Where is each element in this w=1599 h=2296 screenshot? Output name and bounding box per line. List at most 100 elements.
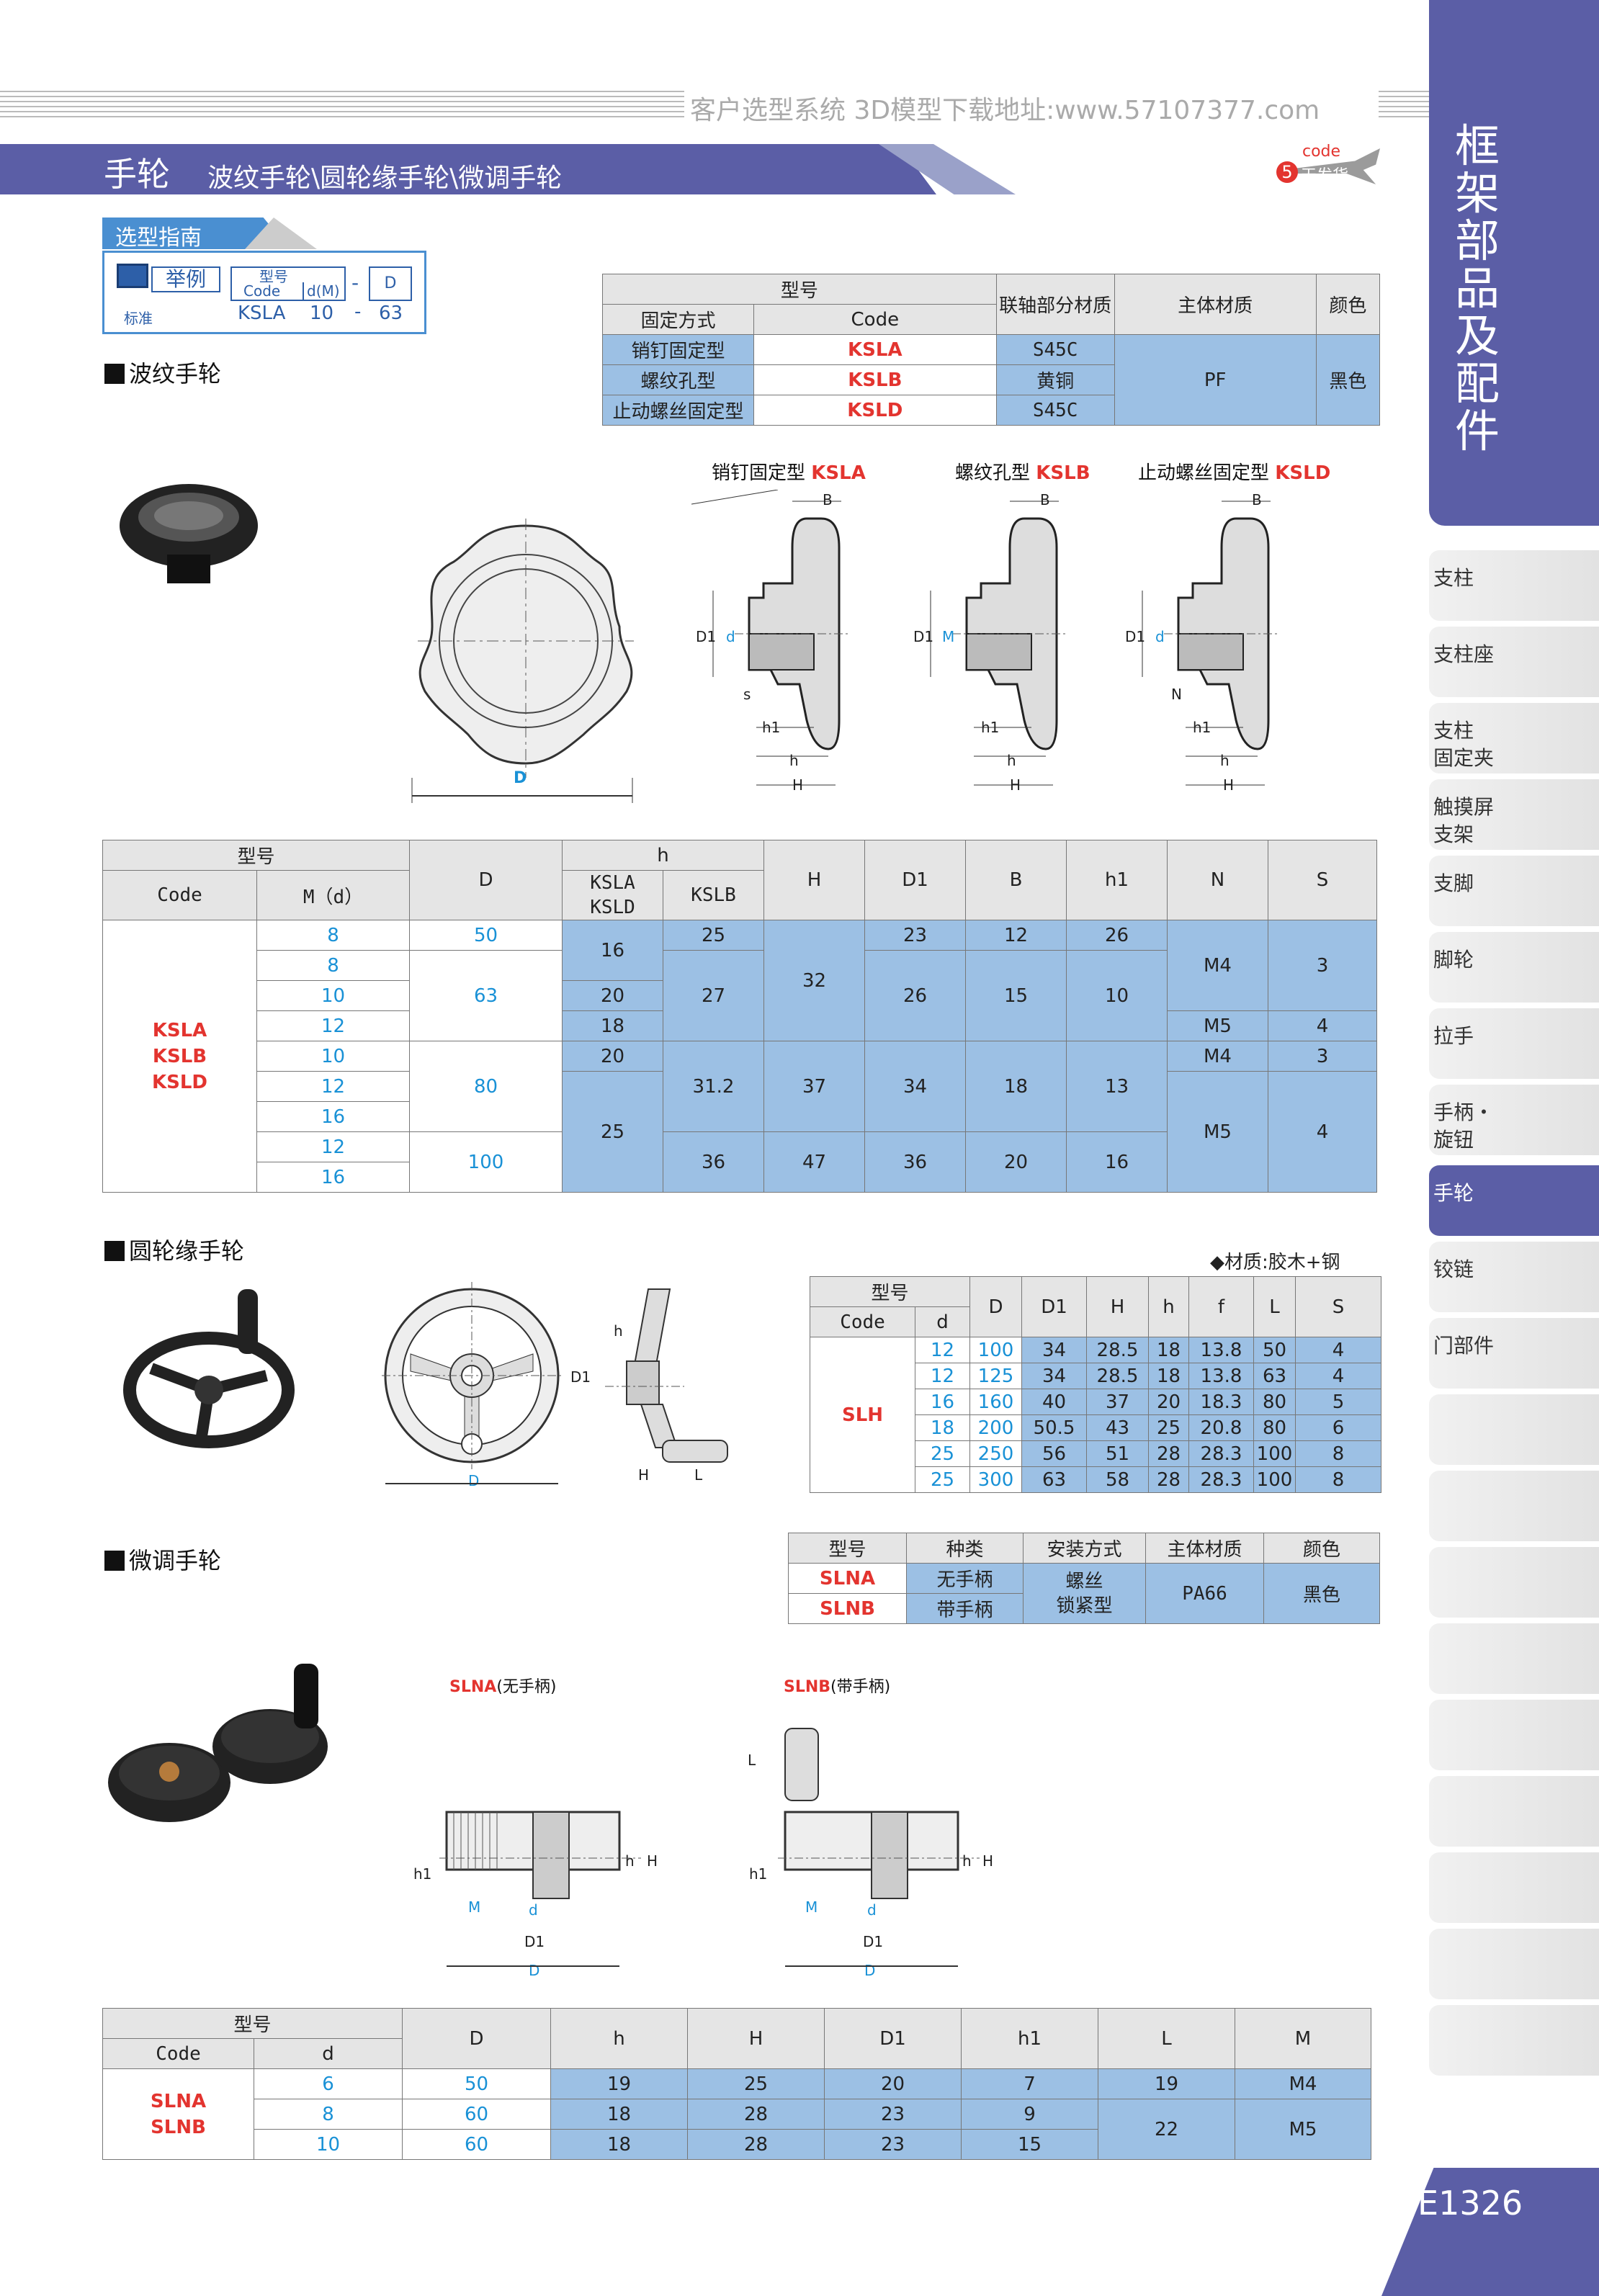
t2-ha: 16 <box>562 920 663 981</box>
t3-cell: 28.5 <box>1086 1363 1149 1389</box>
t4-h: 种类 <box>906 1533 1024 1564</box>
t5-D: 50 <box>402 2068 551 2099</box>
t2-h: KSLA KSLD <box>562 870 663 920</box>
t5-M: M5 <box>1235 2099 1371 2160</box>
dim-label-d: d <box>726 628 735 645</box>
t2-H: 37 <box>763 1041 865 1132</box>
dim-label-M: M <box>805 1898 818 1916</box>
dim-label-D1: D1 <box>570 1368 591 1386</box>
t2-hb: 36 <box>663 1131 764 1193</box>
t5-h: h <box>550 2008 688 2069</box>
dim-label-B: B <box>1040 491 1050 508</box>
sidebar-item-9[interactable]: 铰链 <box>1429 1242 1599 1312</box>
t3-cell: 250 <box>969 1440 1022 1467</box>
dim-label-h: h <box>789 752 799 769</box>
t3-cell: 40 <box>1021 1389 1087 1415</box>
t3-cell: 28 <box>1148 1440 1189 1467</box>
t1-code: KSLA <box>753 334 997 365</box>
t3-cell: 43 <box>1086 1414 1149 1441</box>
t4-h: 主体材质 <box>1145 1533 1264 1564</box>
guide-d-value: 63 <box>379 302 403 324</box>
sidebar-item-1[interactable]: 支柱座 <box>1429 627 1599 697</box>
t3-cell: 34 <box>1021 1363 1087 1389</box>
t2-N: M4 <box>1167 1041 1268 1072</box>
guide-typeno: 型号 <box>259 268 288 285</box>
t3-cell: 16 <box>915 1389 970 1415</box>
t2-h: H <box>763 840 865 920</box>
t3-cell: 28 <box>1148 1466 1189 1493</box>
t4-kind: 无手柄 <box>906 1563 1024 1594</box>
dim-label-H: H <box>638 1466 650 1484</box>
dim-label-h: h <box>625 1852 635 1870</box>
t1-mat: 黄铜 <box>995 364 1115 395</box>
t3-cell: 6 <box>1295 1414 1381 1441</box>
category-title: 框架部品及配件 <box>1455 120 1500 457</box>
page-subtitle: 波纹手轮\圆轮缘手轮\微调手轮 <box>207 163 563 193</box>
t2-m: 16 <box>256 1162 410 1193</box>
sidebar-item-8[interactable]: 手轮 <box>1429 1165 1599 1236</box>
t2-D1: 34 <box>864 1041 966 1132</box>
dim-label-d: d <box>529 1901 538 1919</box>
t5-h: M <box>1235 2008 1371 2069</box>
guide-d-box: D <box>369 266 412 301</box>
dim-label-D: D <box>468 1472 480 1489</box>
dim-label-h: h <box>962 1852 972 1870</box>
t3-code: SLH <box>810 1337 915 1493</box>
t2-D1: 26 <box>864 950 966 1041</box>
t2-h: D1 <box>864 840 966 920</box>
t2-d: 50 <box>409 920 563 951</box>
t2-m: 8 <box>256 950 410 981</box>
t3-cell: 18 <box>915 1414 970 1441</box>
t3-cell: 12 <box>915 1363 970 1389</box>
guide-std: 标准 <box>124 310 153 327</box>
sidebar-item-7[interactable]: 手柄・ 旋钮 <box>1429 1085 1599 1155</box>
sidebar-item-5[interactable]: 脚轮 <box>1429 932 1599 1003</box>
dim-label-d: d <box>867 1901 877 1919</box>
t5-d: 8 <box>254 2099 403 2130</box>
t3-cell: 20 <box>1148 1389 1189 1415</box>
t5-h: D1 <box>824 2008 962 2069</box>
t1-fix: 螺纹孔型 <box>602 364 754 395</box>
dim-label-H: H <box>1010 776 1021 794</box>
sidebar-empty-tab <box>1429 1776 1599 1847</box>
t2-h: h1 <box>1066 840 1168 920</box>
t2-N: M4 <box>1167 920 1268 1011</box>
t1-color: 黑色 <box>1315 334 1381 426</box>
t2-code: KSLA KSLB KSLD <box>102 920 257 1193</box>
t5-h1: 7 <box>961 2068 1098 2099</box>
sidebar-item-6[interactable]: 拉手 <box>1429 1008 1599 1079</box>
sidebar-item-3[interactable]: 触摸屏 支架 <box>1429 779 1599 850</box>
dim-label-s: s <box>743 686 751 703</box>
t2-ha: 20 <box>562 1041 663 1072</box>
t4-kind: 带手柄 <box>906 1593 1024 1624</box>
sidebar-item-4[interactable]: 支脚 <box>1429 856 1599 926</box>
sidebar-item-10[interactable]: 门部件 <box>1429 1318 1599 1389</box>
dim-label-h1: h1 <box>981 719 1000 736</box>
dim-label-d: d <box>1155 628 1165 645</box>
dim-label-h: h <box>614 1322 623 1340</box>
t2-m: 10 <box>256 1041 410 1072</box>
sidebar-empty-tab <box>1429 1547 1599 1618</box>
t2-h: h <box>562 840 764 871</box>
sidebar-item-0[interactable]: 支柱 <box>1429 550 1599 621</box>
label-text: 销钉固定型 <box>712 462 806 484</box>
t5-D1: 20 <box>824 2068 962 2099</box>
t5-D: 60 <box>402 2129 551 2160</box>
sidebar-item-2[interactable]: 支柱 固定夹 <box>1429 703 1599 773</box>
material-note: ◆材质:胶木+钢 <box>1210 1252 1340 1273</box>
t5-d: 6 <box>254 2068 403 2099</box>
t3-cell: 12 <box>915 1337 970 1363</box>
section-title-rim: 圆轮缘手轮 <box>104 1233 244 1266</box>
slna-drawing-label: SLNA(无手柄) <box>449 1674 556 1697</box>
dim-label-H: H <box>1223 776 1235 794</box>
monitor-icon <box>117 264 148 288</box>
watermark-text: 客户选型系统 3D模型下载地址:www.57107377.com <box>686 89 1325 127</box>
t2-ha: 25 <box>562 1071 663 1193</box>
t5-h1: 15 <box>961 2129 1098 2160</box>
dim-label-H: H <box>982 1852 994 1870</box>
t2-S: 3 <box>1268 1041 1377 1072</box>
t2-H: 32 <box>763 920 865 1041</box>
t1-fix: 止动螺丝固定型 <box>602 395 754 426</box>
